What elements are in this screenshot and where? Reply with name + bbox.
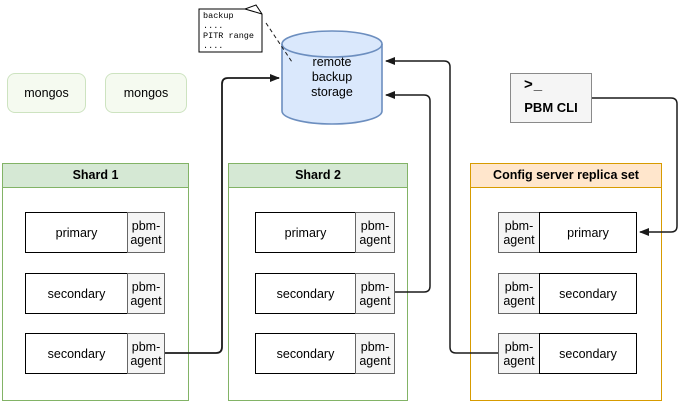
node-label: secondary: [47, 286, 106, 301]
agent-label: pbm-agent: [359, 218, 391, 247]
agent-label: pbm-agent: [130, 339, 162, 368]
note-line: backup: [203, 11, 234, 21]
node-label: secondary: [559, 286, 617, 301]
shard1-secondary2-pbm-agent: pbm-agent: [127, 333, 165, 374]
node-label: primary: [567, 225, 609, 240]
shard1-primary-pbm-agent: pbm-agent: [127, 212, 165, 253]
shard2-secondary1-pbm-agent: pbm-agent: [355, 273, 395, 314]
config-primary: primary: [539, 212, 637, 253]
shard2-secondary2-pbm-agent: pbm-agent: [355, 333, 395, 374]
agent-label: pbm-agent: [130, 218, 162, 247]
config-primary-pbm-agent: pbm-agent: [498, 212, 540, 253]
shard1-primary: primary: [25, 212, 128, 253]
pbm-cli-label: PBM CLI: [524, 100, 578, 115]
node-label: secondary: [47, 346, 106, 361]
storage-label-line: storage: [311, 85, 353, 99]
node-label: secondary: [276, 346, 335, 361]
shard2-primary: primary: [255, 212, 356, 253]
note-line: ....: [203, 21, 224, 31]
mongos-node-2: mongos: [105, 73, 187, 113]
storage-label-line: backup: [311, 70, 353, 84]
shard2-primary-pbm-agent: pbm-agent: [355, 212, 395, 253]
agent-label: pbm-agent: [503, 279, 535, 308]
pbm-cli-box: >_ PBM CLI: [510, 73, 592, 123]
note-shape-icon: [198, 4, 263, 53]
mongos-label: mongos: [123, 86, 169, 100]
node-label: primary: [284, 225, 327, 240]
config-secondary1-pbm-agent: pbm-agent: [498, 273, 540, 314]
storage-label: remote backup storage: [281, 55, 383, 100]
note-line: PITR range: [203, 31, 255, 41]
shard2-secondary-1: secondary: [255, 273, 356, 314]
note-text: backup....PITR range....: [203, 11, 254, 51]
config-secondary-1: secondary: [539, 273, 637, 314]
agent-label: pbm-agent: [503, 218, 535, 247]
node-label: primary: [55, 225, 98, 240]
note-line: ....: [203, 41, 224, 51]
remote-backup-storage: remote backup storage: [281, 30, 383, 125]
shard1-secondary1-pbm-agent: pbm-agent: [127, 273, 165, 314]
cluster-title: Shard 2: [229, 164, 407, 188]
config-secondary-2: secondary: [539, 333, 637, 374]
agent-label: pbm-agent: [359, 339, 391, 368]
agent-label: pbm-agent: [130, 279, 162, 308]
terminal-prompt-icon: >_: [524, 76, 544, 93]
shard1-secondary-1: secondary: [25, 273, 128, 314]
node-label: secondary: [559, 346, 617, 361]
config-secondary2-pbm-agent: pbm-agent: [498, 333, 540, 374]
agent-label: pbm-agent: [359, 279, 391, 308]
mongos-label: mongos: [24, 86, 69, 100]
cluster-title: Shard 1: [3, 164, 188, 188]
storage-label-line: remote: [312, 55, 352, 69]
cluster-title: Config server replica set: [471, 164, 661, 188]
agent-label: pbm-agent: [503, 339, 535, 368]
shard1-secondary-2: secondary: [25, 333, 128, 374]
node-label: secondary: [276, 286, 335, 301]
mongos-node-1: mongos: [7, 73, 86, 113]
shard2-secondary-2: secondary: [255, 333, 356, 374]
backup-note: backup....PITR range....: [198, 4, 265, 54]
